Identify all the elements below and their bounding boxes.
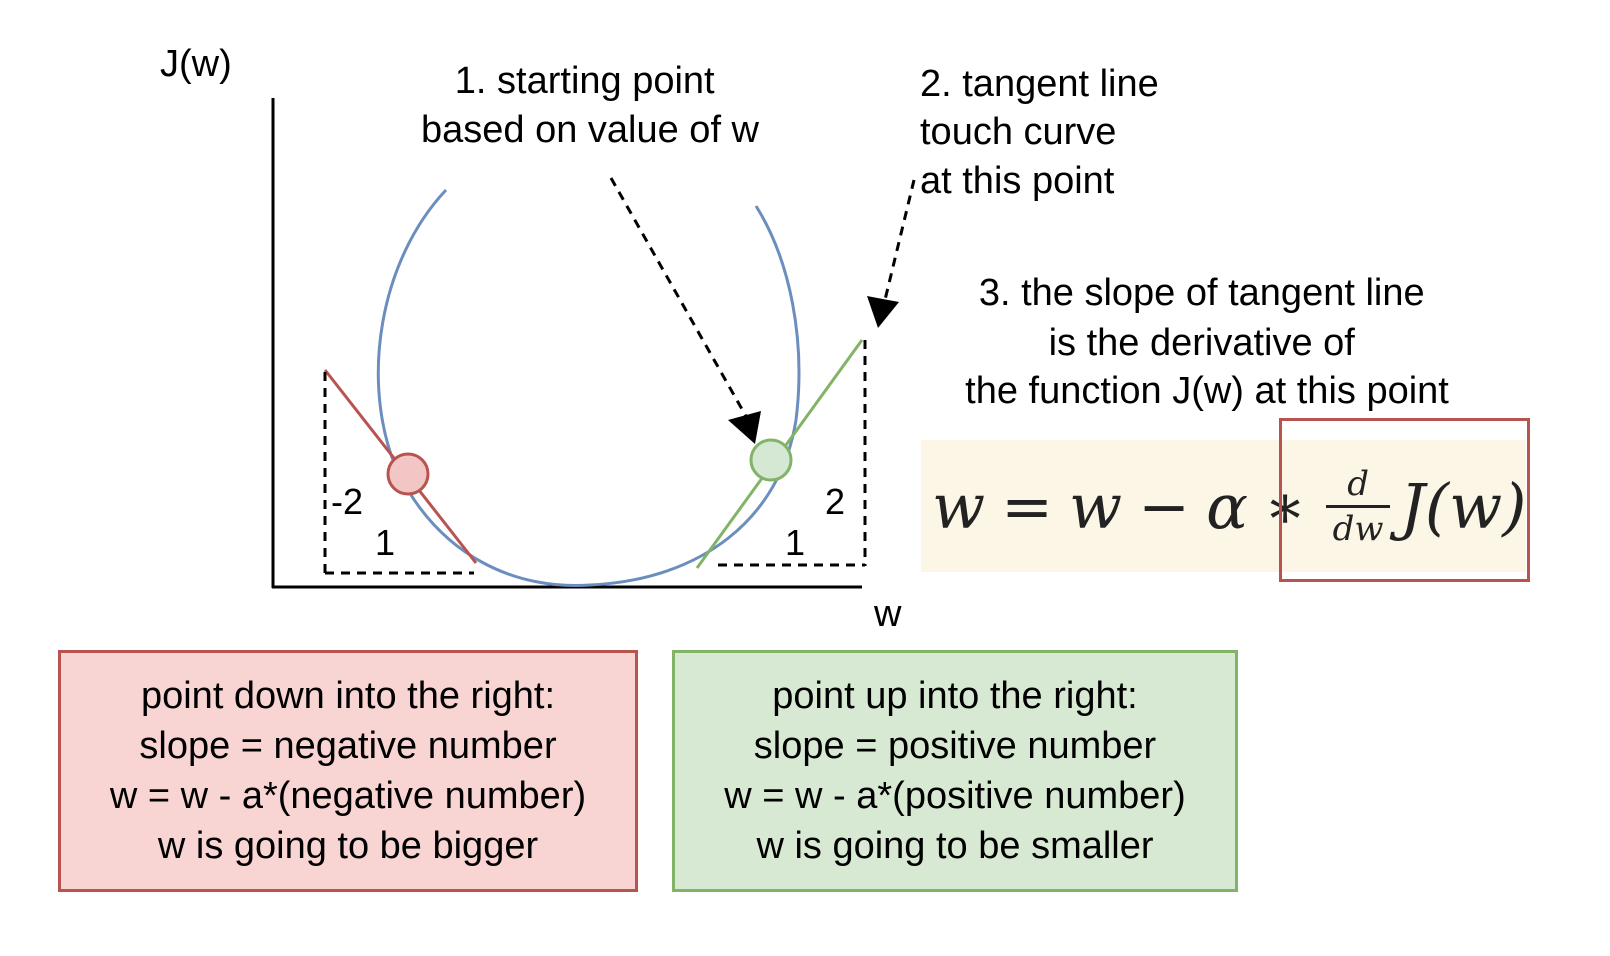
positive-box-line-4: w is going to be smaller xyxy=(756,825,1154,867)
positive-slope-box: point up into the right: slope = positiv… xyxy=(672,650,1238,892)
formula-fraction-bar xyxy=(1326,504,1391,508)
tangent-line-2: touch curve xyxy=(920,111,1116,153)
negative-box-line-2: slope = negative number xyxy=(139,725,557,767)
positive-box-line-1: point up into the right: xyxy=(772,675,1138,717)
formula-fraction-numerator: d xyxy=(1347,463,1369,504)
slope-line-3: the function J(w) at this point xyxy=(965,370,1449,412)
formula-w: w xyxy=(1069,469,1123,543)
tangent-line-1: 2. tangent line xyxy=(920,63,1159,105)
slope-line-1: 3. the slope of tangent line xyxy=(979,272,1425,314)
positive-box-line-2: slope = positive number xyxy=(753,725,1157,767)
green-tangent-point xyxy=(749,438,793,482)
formula-background xyxy=(921,440,1526,572)
starting-point-arrow xyxy=(609,177,749,419)
tangent-line-3: at this point xyxy=(920,160,1115,202)
formula-lhs: w xyxy=(932,469,986,543)
slope-line-2: is the derivative of xyxy=(1049,322,1356,364)
x-axis-label: w xyxy=(873,593,902,635)
positive-box-line-3: w = w - a*(positive number) xyxy=(724,775,1186,817)
negative-slope-box: point down into the right: slope = negat… xyxy=(58,650,638,892)
negative-box-line-3: w = w - a*(negative number) xyxy=(109,775,587,817)
negative-box-line-1: point down into the right: xyxy=(140,675,556,717)
red-tangent-point xyxy=(386,452,430,496)
gradient-update-formula: w = w − α ∗ d dw J(w) xyxy=(932,440,1526,572)
tangent-arrow xyxy=(882,179,916,305)
formula-function: J(w) xyxy=(1400,469,1527,543)
starting-point-label: 1. starting point based on value of w xyxy=(421,60,760,151)
derivative-highlight-box xyxy=(1279,418,1530,582)
formula-minus: − xyxy=(1138,469,1191,543)
green-rise-label: 2 xyxy=(825,481,845,522)
tangent-label: 2. tangent line touch curve at this poin… xyxy=(920,63,1169,202)
red-run-label: 1 xyxy=(375,522,395,563)
formula-fraction-denominator: dw xyxy=(1332,508,1384,549)
formula-equals: = xyxy=(1001,469,1054,543)
slope-label: 3. the slope of tangent line is the deri… xyxy=(965,272,1449,412)
starting-point-arrowhead xyxy=(728,411,761,444)
y-axis-label: J(w) xyxy=(160,43,232,85)
tangent-arrowhead xyxy=(867,296,899,328)
red-rise-label: -2 xyxy=(331,481,363,522)
cost-curve xyxy=(376,188,801,588)
formula-derivative-fraction: d dw xyxy=(1326,463,1391,549)
negative-box-line-4: w is going to be bigger xyxy=(157,825,539,867)
starting-point-line-2: based on value of w xyxy=(421,109,760,151)
green-run-label: 1 xyxy=(785,522,805,563)
formula-alpha: α xyxy=(1206,469,1248,543)
formula-times: ∗ xyxy=(1263,469,1307,543)
starting-point-line-1: 1. starting point xyxy=(455,60,715,102)
